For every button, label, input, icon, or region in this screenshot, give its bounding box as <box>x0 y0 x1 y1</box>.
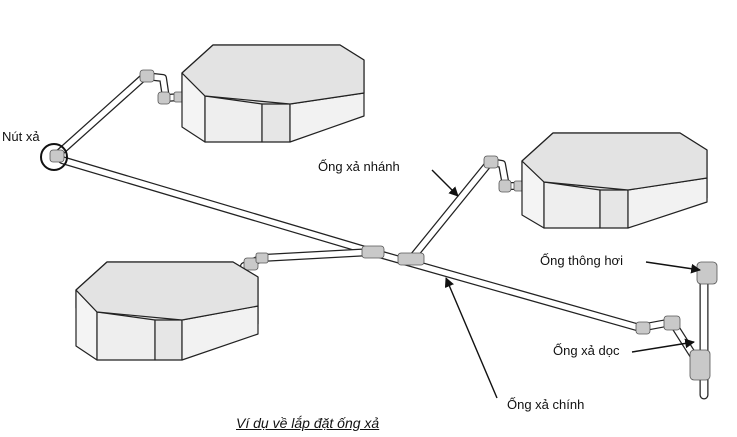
indoor-unit-2 <box>75 261 259 361</box>
indoor-unit-3 <box>521 132 708 229</box>
label-vent-pipe: Ống thông hơi <box>540 253 623 268</box>
label-branch-pipe: Ống xả nhánh <box>318 159 400 174</box>
label-drain-outlet: Nút xả <box>2 129 40 144</box>
pipe-fittings <box>49 69 718 381</box>
label-main-pipe: Ống xả chính <box>507 397 585 412</box>
drain-outlet-circle <box>40 143 68 171</box>
unit1-drain-pipe <box>54 72 184 158</box>
label-vertical-pipe: Ống xả dọc <box>553 343 620 358</box>
indoor-unit-1 <box>181 44 365 143</box>
diagram-caption: Ví dụ về lắp đặt ống xả <box>236 415 380 431</box>
branch-drain-pipe <box>408 158 524 262</box>
label-arrows <box>431 169 701 399</box>
